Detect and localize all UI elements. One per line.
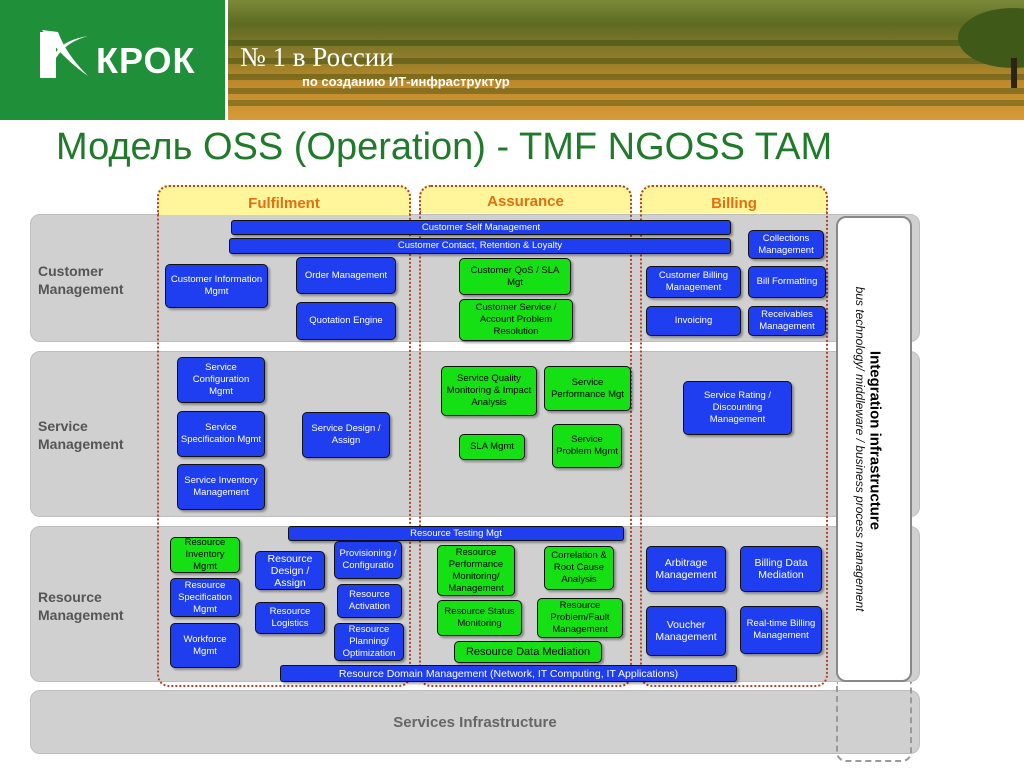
box-collections: Collections Management [748,230,824,259]
row-label-resource: Resource Management [38,589,124,623]
box-resource-status: Resource Status Monitoring [437,600,522,636]
box-resource-planning: Resource Planning/ Optimization [334,623,404,661]
integration-extension [836,682,912,762]
box-resource-specification: Resource Specification Mgmt [170,578,240,617]
box-customer-information: Customer Information Mgmt [165,264,268,308]
box-resource-activation: Resource Activation [337,584,402,618]
box-receivables: Receivables Management [748,306,826,336]
box-resource-performance: Resource Performance Monitoring/ Managem… [437,545,515,596]
row-label-customer: Customer Management [38,263,124,297]
banner-title: № 1 в России [240,42,394,72]
box-customer-service: Customer Service / Account Problem Resol… [459,299,573,341]
box-workforce: Workforce Mgmt [170,623,240,668]
integration-title: Integration infrastructure [866,350,884,531]
box-bill-formatting: Bill Formatting [748,266,826,298]
integration-subtitle: bus technology/ middleware / business pr… [853,286,867,612]
box-resource-testing: Resource Testing Mgt [288,526,624,541]
box-voucher: Voucher Management [646,606,726,656]
logo-text: КРОК [96,40,196,81]
box-quotation-engine: Quotation Engine [296,302,396,340]
column-head-billing: Billing [640,185,828,213]
box-service-rating: Service Rating / Discounting Management [683,381,792,435]
box-resource-design: Resource Design / Assign [255,551,325,590]
box-customer-qos-sla: Customer QoS / SLA Mgt [459,258,571,295]
box-order-management: Order Management [296,257,396,294]
box-resource-inventory: Resource Inventory Mgmt [170,537,240,573]
box-service-design: Service Design / Assign [302,412,390,458]
box-resource-domain: Resource Domain Management (Network, IT … [280,665,737,682]
page-title: Модель OSS (Operation) - TMF NGOSS TAM [56,126,833,168]
box-customer-self-management: Customer Self Management [231,220,731,235]
box-customer-contact: Customer Contact, Retention & Loyalty [229,238,731,254]
box-service-configuration: Service Configuration Mgmt [177,357,265,403]
box-service-specification: Service Specification Mgmt [177,411,265,457]
box-arbitrage: Arbitrage Management [646,546,726,592]
box-service-problem: Service Problem Mgmt [552,424,622,468]
box-invoicing: Invoicing [646,306,741,336]
box-billing-data-mediation: Billing Data Mediation [740,546,822,592]
box-service-performance: Service Performance Mgt [544,366,631,411]
column-head-assurance: Assurance [419,185,632,213]
logo-panel: КРОК [0,0,225,120]
box-resource-problem: Resource Problem/Fault Management [537,598,623,638]
box-realtime-billing: Real-time Billing Management [740,606,822,654]
box-service-quality: Service Quality Monitoring & Impact Anal… [441,366,537,416]
integration-infrastructure [836,216,912,682]
services-infrastructure: Services Infrastructure [30,690,920,754]
logo-icon [40,30,88,78]
box-correlation: Correlation & Root Cause Analysis [544,546,614,590]
banner-subtitle: по созданию ИТ-инфраструктур [302,74,510,89]
box-resource-logistics: Resource Logistics [255,602,325,634]
box-provisioning: Provisioning / Configuratio [334,541,402,579]
box-sla-mgmt: SLA Mgmt [459,434,525,460]
box-service-inventory: Service Inventory Management [177,464,265,510]
column-head-fulfilment: Fulfilment [157,185,411,215]
row-label-service: Service Management [38,418,124,452]
box-resource-data-mediation: Resource Data Mediation [454,641,602,663]
banner-image [228,0,1024,120]
box-customer-billing: Customer Billing Management [646,266,741,298]
